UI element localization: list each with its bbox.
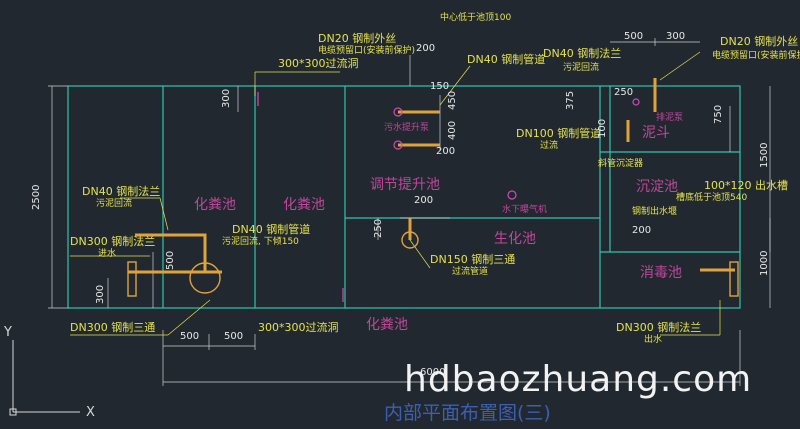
dim-200-c: 200: [414, 195, 434, 206]
note-center-pipe: 中心低于池顶100: [440, 13, 512, 23]
note-dn20-right-1: DN20 钢制外丝: [720, 35, 799, 48]
dim-100: 100: [597, 118, 608, 138]
note-dn40-left-1: DN40 钢制法兰: [82, 185, 161, 198]
dim-200-d: 200: [632, 225, 652, 236]
equipment-marks: [257, 92, 640, 302]
dim-300-a: 300: [221, 88, 232, 108]
note-hole-top: 300*300过流洞: [278, 57, 359, 70]
dim-300-top: 300: [666, 31, 686, 42]
pool-biochem: 生化池: [494, 231, 536, 247]
lift-pump-label: 污水提升泵: [384, 123, 430, 133]
note-dn150-2: 过流管道: [452, 267, 489, 277]
note-tank-1: 100*120 出水槽: [704, 179, 788, 192]
note-dn300-out-1: DN300 钢制法兰: [616, 321, 702, 334]
note-dn40-pipe-2: 污泥回流, 下倾150: [222, 237, 299, 247]
aerator-label: 水下曝气机: [502, 205, 548, 215]
dim-200-top: 200: [416, 43, 436, 54]
dim-200-b: 200: [436, 146, 456, 157]
note-dn40-right-1: DN40 钢制法兰: [543, 47, 622, 60]
pool-funnel: 泥斗: [642, 125, 670, 141]
dim-1000: 1000: [759, 250, 770, 276]
pool-settling: 沉淀池: [636, 179, 678, 195]
note-hole-bottom: 300*300过流洞: [258, 321, 339, 334]
note-tank-2: 槽底低于池顶540: [676, 193, 748, 203]
note-dn300-in-1: DN300 钢制法兰: [70, 235, 156, 248]
note-settling-plate: 斜管沉淀器: [598, 159, 644, 169]
note-overflow-pipe: 钢制出水堰: [632, 207, 678, 217]
axis-indicator: [9, 340, 80, 416]
note-dn300-in-2: 进水: [98, 249, 117, 259]
tee-circle: [189, 262, 221, 294]
dim-2500: 2500: [31, 184, 42, 210]
dim-500-b2: 500: [224, 331, 244, 342]
sludge-pump-label: 排泥泵: [656, 113, 684, 123]
drawing-title: 内部平面布置图(三): [384, 402, 551, 424]
pool-disinfect: 消毒池: [640, 265, 682, 281]
dim-6000: 6000: [420, 367, 446, 378]
pool-septic-3: 化粪池: [366, 317, 408, 333]
dim-150: 150: [430, 81, 450, 92]
dim-1500: 1500: [759, 142, 770, 168]
note-dn20-left-2: 电缆预留口(安装前保护): [318, 46, 416, 56]
note-dn40-pipe-1: DN40 钢制管道: [232, 223, 311, 236]
dim-500-top: 500: [624, 31, 644, 42]
note-dn100-2: 过流: [540, 141, 559, 151]
note-dn300-tee: DN300 钢制三通: [70, 321, 156, 334]
note-dn40-right-2: 污泥回流: [563, 63, 600, 73]
dim-400: 400: [447, 120, 458, 140]
dim-450: 450: [447, 90, 458, 110]
dim-300-v: 300: [95, 284, 106, 304]
pool-septic-2: 化粪池: [283, 197, 325, 213]
dim-750: 750: [713, 104, 724, 124]
dim-500-b1: 500: [180, 331, 200, 342]
pool-septic-1: 化粪池: [194, 197, 236, 213]
axis-y-label: Y: [4, 325, 12, 340]
axis-x-label: X: [86, 405, 95, 420]
pool-regulating: 调节提升池: [370, 177, 440, 193]
tee-circle-b: [401, 231, 419, 249]
note-dn20-left-1: DN20 钢制外丝: [318, 32, 397, 45]
outlet-flange: [729, 261, 739, 297]
dim-500-v: 500: [165, 250, 176, 270]
note-dn40-mid: DN40 钢制管道: [467, 53, 546, 66]
note-dn20-right-2: 电缆预留口(安装前保护): [712, 51, 800, 61]
pipes: [128, 78, 735, 274]
note-dn40-left-2: 污泥回流: [96, 199, 133, 209]
note-dn300-out-2: 出水: [644, 335, 663, 345]
inlet-flange: [127, 261, 137, 297]
dim-250-a: 250: [373, 218, 384, 238]
note-dn150-1: DN150 钢制三通: [430, 253, 516, 266]
dim-375: 375: [565, 90, 576, 110]
dimension-lines: [48, 38, 771, 386]
watermark: hdbaozhuang.com: [404, 359, 753, 400]
dim-250-b: 250: [614, 87, 634, 98]
leader-lines: [70, 51, 721, 336]
note-dn100-1: DN100 钢制管道: [516, 127, 602, 140]
